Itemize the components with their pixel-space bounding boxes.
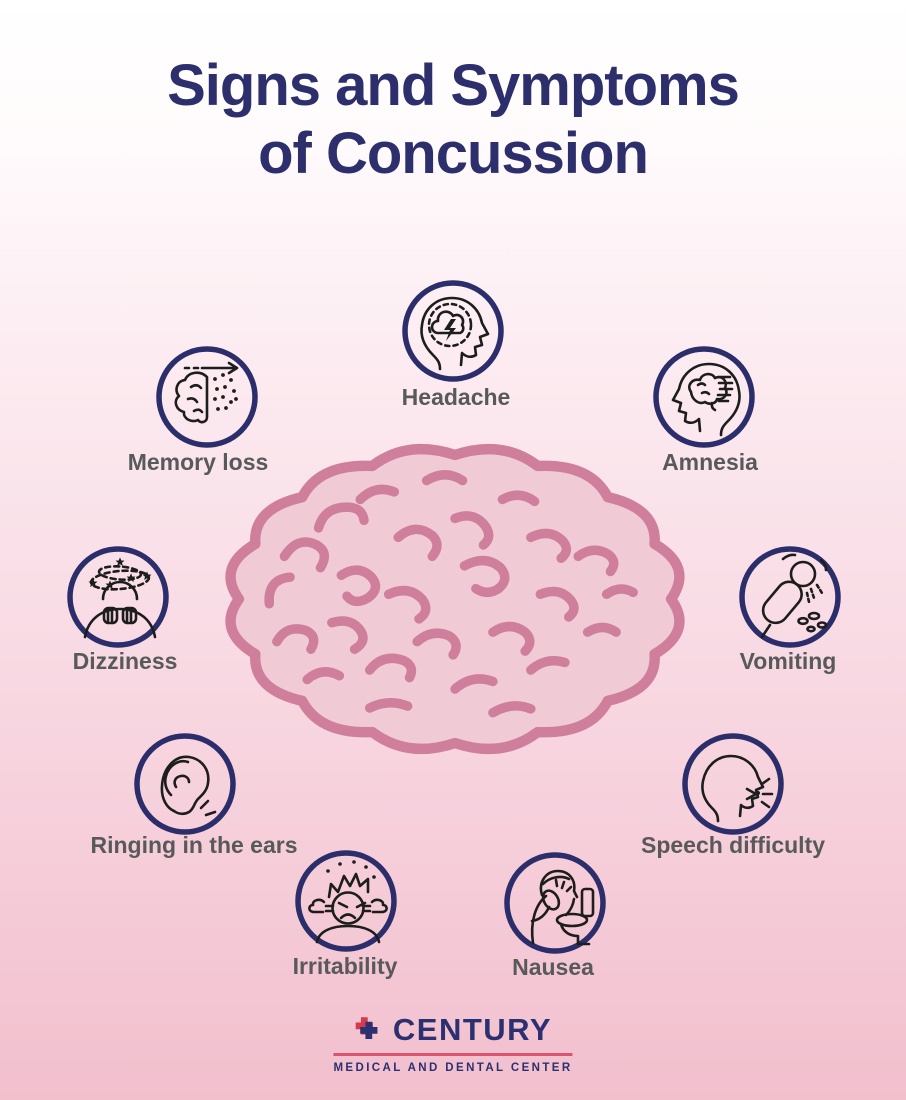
symptom-badge-memory-loss bbox=[155, 345, 259, 449]
title-line-2: of Concussion bbox=[258, 121, 649, 187]
vomiting-icon bbox=[739, 546, 841, 648]
symptom-badge-nausea bbox=[503, 851, 607, 955]
headache-icon bbox=[402, 280, 504, 382]
amnesia-icon bbox=[653, 346, 755, 448]
symptom-label: Dizziness bbox=[72, 648, 178, 674]
nausea-icon bbox=[504, 852, 606, 954]
medical-cross-icon bbox=[356, 1017, 378, 1039]
symptom-badge-headache bbox=[401, 279, 505, 383]
symptom-label: Vomiting bbox=[739, 648, 837, 674]
speech-difficulty-icon bbox=[682, 733, 784, 835]
ringing-in-the-ears-icon bbox=[134, 733, 236, 835]
symptom-label: Memory loss bbox=[127, 449, 269, 475]
symptom-label: Irritability bbox=[292, 953, 398, 979]
symptom-label: Nausea bbox=[512, 954, 594, 980]
page-title: Signs and Symptoms of Concussion bbox=[0, 52, 906, 189]
irritability-icon bbox=[295, 850, 397, 952]
logo-divider bbox=[333, 1053, 573, 1056]
symptom-badge-irritability bbox=[294, 849, 398, 953]
symptom-badge-amnesia bbox=[652, 345, 756, 449]
logo-name: CENTURY bbox=[392, 1012, 553, 1047]
brain-illustration bbox=[225, 443, 685, 755]
symptom-label: Speech difficulty bbox=[640, 832, 826, 858]
dizziness-icon bbox=[67, 546, 169, 648]
memory-loss-icon bbox=[156, 346, 258, 448]
symptom-label: Headache bbox=[401, 384, 511, 410]
symptom-label: Ringing in the ears bbox=[90, 832, 298, 858]
title-line-1: Signs and Symptoms bbox=[167, 53, 740, 118]
symptom-badge-dizziness bbox=[66, 545, 170, 649]
symptom-badge-vomiting bbox=[738, 545, 842, 649]
symptom-label: Amnesia bbox=[662, 449, 758, 475]
symptom-badge-speech-difficulty bbox=[681, 732, 785, 836]
logo: CENTURY MEDICAL AND DENTAL CENTER bbox=[333, 1012, 573, 1074]
logo-tagline: MEDICAL AND DENTAL CENTER bbox=[333, 1061, 573, 1074]
symptom-badge-ringing-in-the-ears bbox=[133, 732, 237, 836]
